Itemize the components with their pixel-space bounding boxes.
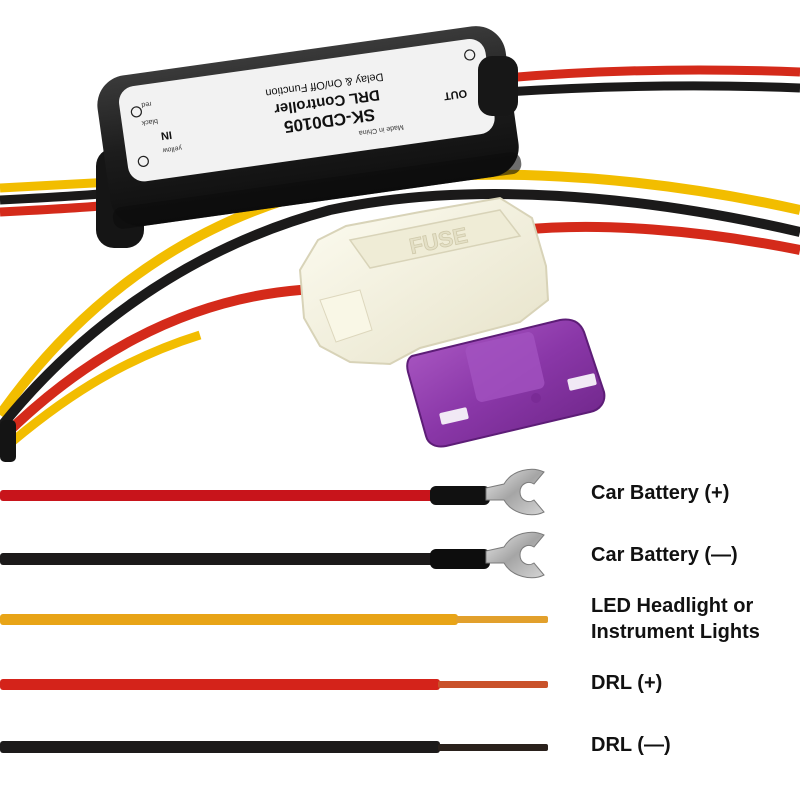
label-car-battery-positive: Car Battery (+) (591, 482, 730, 504)
legend-wire-led-headlight (0, 614, 548, 625)
label-car-battery-negative: Car Battery (—) (591, 544, 738, 566)
label-drl-negative: DRL (—) (591, 734, 671, 756)
module-pin-red: red (141, 100, 152, 108)
fork-terminal-icon (485, 468, 545, 516)
blade-fuse (406, 318, 606, 448)
legend-wire-battery-positive (0, 468, 545, 516)
fuse-holder: FUSE (298, 196, 550, 366)
module-pin-black: black (141, 117, 159, 126)
module-out-label: OUT (443, 87, 468, 102)
label-drl-positive: DRL (+) (591, 672, 663, 694)
legend-wire-battery-negative (0, 531, 545, 579)
legend-wire-drl-negative (0, 741, 548, 753)
module-in-label: IN (160, 128, 173, 141)
legend-wire-drl-positive (0, 679, 548, 690)
label-led-headlight-line2: Instrument Lights (591, 621, 760, 643)
module-pin-yellow: yellow (161, 144, 182, 154)
label-led-headlight-line1: LED Headlight or (591, 595, 754, 617)
drl-controller-module: SK-CD0105 DRL Controller Delay & On/Off … (96, 26, 522, 248)
fork-terminal-icon (485, 531, 545, 579)
